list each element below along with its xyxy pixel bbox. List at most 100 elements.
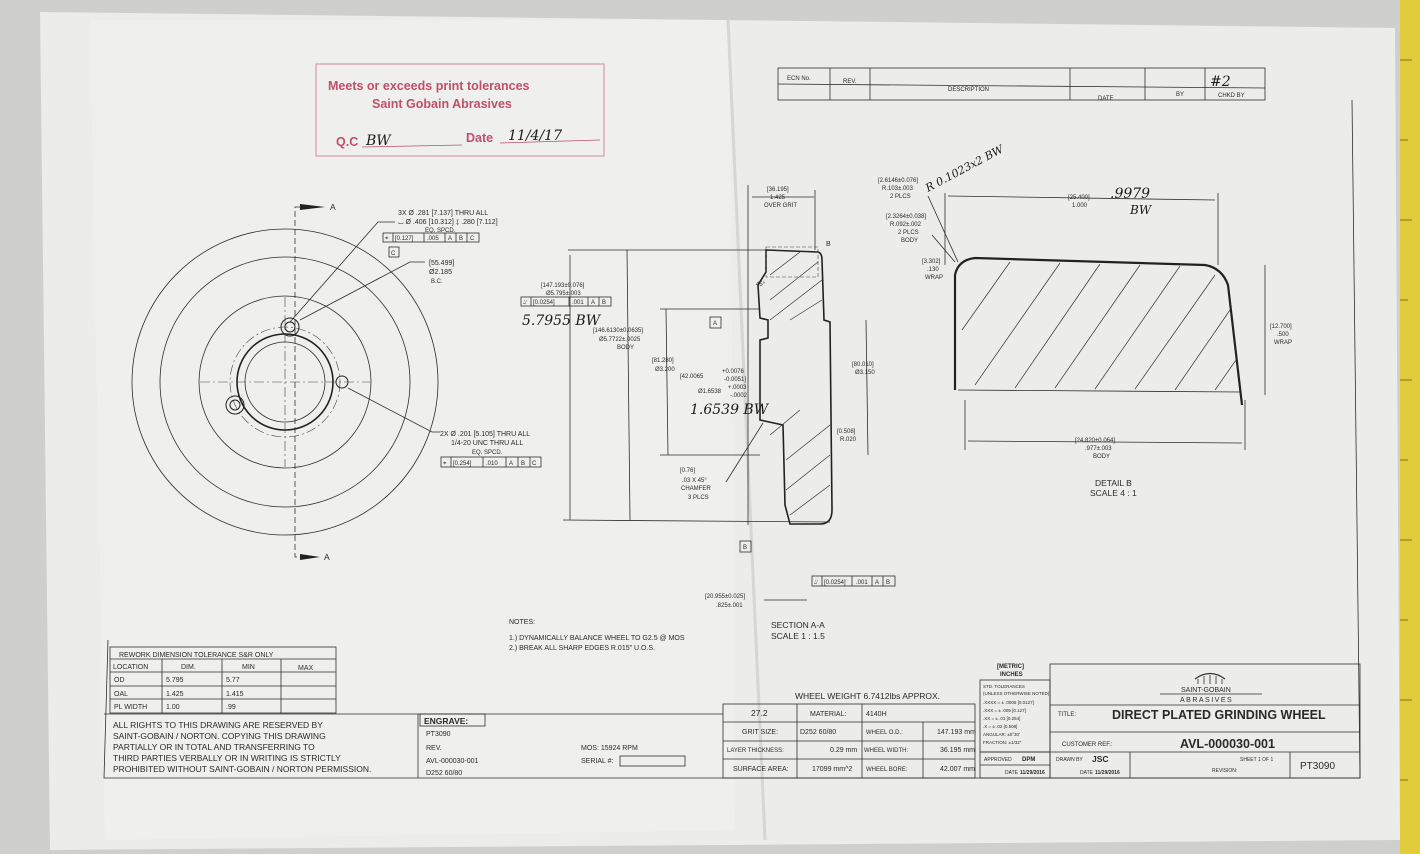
engrave-line: REV. [426,745,442,752]
svg-text:B: B [521,461,525,467]
sheet-value: 1 OF 1 [1258,757,1274,763]
svg-text:A: A [448,236,452,242]
svg-text:⌖: ⌖ [443,461,447,467]
dbody-inch: .977±.003 [1085,446,1112,452]
rework-table: REWORK DIMENSION TOLERANCE S&R ONLY LOCA… [109,646,337,714]
engrave-line: PT3090 [426,731,451,738]
dwidth-metric: [25.400] [1068,195,1090,201]
rework-cell: 1.00 [166,704,180,711]
svg-text:A: A [509,461,513,467]
saint-gobain-logo: SAINT-GOBAIN ABRASIVES [1160,672,1262,704]
approved-label: APPROVED [984,757,1012,763]
rev-header-chkd: CHKD BY [1218,93,1245,99]
width-metric: [36.195] [767,187,789,193]
revision-block: ECN No. REV. DESCRIPTION DATE BY CHKD BY… [777,67,1266,102]
wrap2-inch: .500 [1277,332,1289,338]
drawn-by-label: DRAWN BY [1056,757,1083,763]
qc-initials: BW [365,133,392,149]
rework-header: DIM. [181,664,196,671]
tol-line: .XXXX = ± .0005 [0.0127] [983,700,1034,705]
logo-name: SAINT-GOBAIN [1181,687,1231,694]
width-label: OVER GRIT [764,203,797,209]
rev-header-by: BY [1176,92,1184,98]
spec-cell: 42.007 mm [940,766,975,773]
angle-label: 45° [756,282,766,288]
tolerance-block: [METRIC] INCHES STD. TOLERANCES (UNLESS … [979,664,1051,779]
rev-header-ecn: ECN No. [787,76,811,82]
part-number: PT3090 [1300,761,1335,772]
tol-line: FRACTION: ±1/32" [983,740,1022,745]
title-block: SAINT-GOBAIN ABRASIVES TITLE: DIRECT PLA… [1049,663,1361,779]
note-1: 1.) DYNAMICALLY BALANCE WHEEL TO G2.5 @ … [509,635,685,642]
mos-value: MOS: 15924 RPM [581,745,638,752]
dwidth-inch: 1.000 [1072,203,1088,209]
spec-cell: GRIT SIZE: [742,729,778,736]
r1-count: 2 PLCS [890,194,911,200]
paper-left-half [90,20,735,840]
logo-sub: ABRASIVES [1180,697,1233,704]
svg-text:[0.0254]: [0.0254] [824,580,846,586]
svg-text:⌰: ⌰ [814,579,818,586]
rework-cell: 5.77 [226,677,240,684]
wrap2-metric: [12.700] [1270,324,1292,330]
drawn-date: 11/29/2016 [1095,770,1120,776]
svg-text:.001: .001 [572,300,584,306]
d81-metric: [81.280] [652,358,674,364]
wrap1-inch: .130 [927,267,939,273]
engrave-label: ENGRAVE: [424,716,468,726]
bore-metric-minus: -0.0051] [724,377,746,383]
r2-label: BODY [901,238,918,244]
ruler [1400,0,1420,854]
body-inch: Ø5.7722±.0025 [599,337,641,343]
bolt-circle-dia: Ø2.185 [429,269,452,276]
rework-cell: PL WIDTH [114,704,147,711]
datum-b: B [743,545,747,551]
section-marker-top: A [330,202,336,212]
fcf-3x: ⌖ [0.127] .005 A B C [382,232,480,243]
bore-handwritten: 1.6539 BW [690,402,770,418]
datum-c: C [391,251,396,257]
units-metric: [METRIC] [997,664,1024,670]
engrave-line: AVL-000030-001 [426,758,479,765]
spec-cell: 27.2 [751,708,768,718]
spec-cell: LAYER THICKNESS: [727,748,784,754]
dbody-metric: [24.820±0.064] [1075,438,1115,444]
rights-line: SAINT-GOBAIN / NORTON. COPYING THIS DRAW… [113,731,326,741]
r2-count: 2 PLCS [898,230,919,236]
spec-cell: MATERIAL: [810,711,846,718]
r2-metric: [2.3264±0.038] [886,214,926,220]
datum-a: A [713,321,717,327]
revision-label: REVISION: [1212,768,1237,774]
od-inch: Ø5.795±.003 [546,291,581,297]
r1-inch: R.103±.003 [882,186,914,192]
svg-text:A: A [875,580,879,586]
spec-table: 27.2 MATERIAL: 4140H GRIT SIZE: D252 60/… [722,703,976,779]
customer-ref: AVL-000030-001 [1180,737,1275,751]
section-view: [36.195] 1.425 OVER GRIT B 45° [147.193±… [520,185,896,641]
drawn-by: JSC [1092,754,1109,764]
bore-metric-plus: +0.0076 [722,369,745,375]
svg-text:A: A [591,300,595,306]
radius-metric: [0.508] [837,429,856,435]
tol-line: .X = ± .02 [0.508] [983,724,1017,729]
bore-inch-plus: +.0003 [728,385,747,391]
section-scale: SCALE 1 : 1.5 [771,631,825,641]
engrave-line: D252 60/80 [426,770,462,777]
chamfer-count: 3 PLCS [688,495,709,501]
rev-header-description: DESCRIPTION [948,87,989,93]
ruler-ticks [1400,59,1412,781]
r1-metric: [2.6146±0.076] [878,178,918,184]
rework-cell: 1.415 [226,691,244,698]
body-label: BODY [617,345,634,351]
svg-text:⌰: ⌰ [523,299,527,306]
rework-cell: .99 [226,704,236,711]
notes-title: NOTES: [509,619,535,626]
tol-line: (UNLESS OTHERWISE NOTED) [983,691,1050,696]
radius-inch: R.020 [840,437,857,443]
rev-header-date: DATE [1098,96,1114,102]
approved-date-label: DATE [1005,770,1019,776]
bolt-circle-metric: [55.499] [429,260,454,267]
dwidth-initials: BW [1129,203,1153,217]
sheet-label: SHEET [1240,757,1257,763]
spec-cell: SURFACE AREA: [733,766,789,773]
